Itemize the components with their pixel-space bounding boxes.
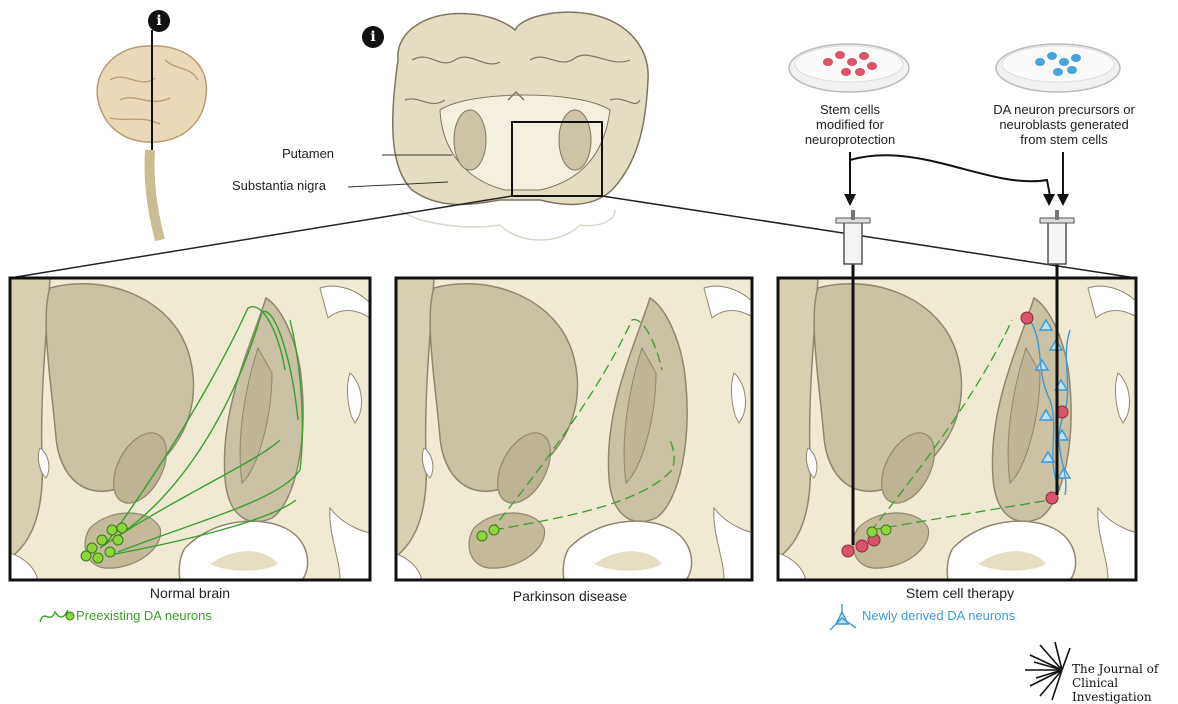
legend-green-neuron-icon (40, 610, 74, 622)
info-badge-icon[interactable]: i (362, 26, 384, 48)
zoom-projection-lines (10, 196, 1136, 278)
label-putamen: Putamen (282, 146, 334, 161)
jci-logo-starburst (1025, 642, 1070, 700)
panel-parkinson-disease (394, 278, 754, 580)
dish-da-precursors (996, 44, 1120, 92)
dish-stem-cells (789, 44, 909, 92)
legend-preexisting-da-neurons: Preexisting DA neurons (76, 608, 212, 623)
label-substantia-nigra: Substantia nigra (232, 178, 326, 193)
legend-newly-derived-da-neurons: Newly derived DA neurons (862, 608, 1015, 623)
legend-blue-neuron-icon (830, 604, 856, 630)
label-stem-cells-dish: Stem cells modified for neuroprotection (790, 102, 910, 147)
panel-title-normal-brain: Normal brain (110, 585, 270, 601)
panel-stem-cell-therapy (778, 278, 1138, 580)
lateral-brain-illustration (97, 30, 206, 240)
jci-logo-text: The Journal of Clinical Investigation (1072, 662, 1178, 704)
info-badge-icon[interactable]: i (148, 10, 170, 32)
panel-normal-brain (10, 278, 370, 580)
arrowheads (844, 194, 1069, 206)
panel-title-parkinson-disease: Parkinson disease (470, 588, 670, 604)
injection-arrows (850, 152, 1063, 196)
coronal-brain-section (348, 12, 648, 240)
panel-title-stem-cell-therapy: Stem cell therapy (860, 585, 1060, 601)
label-precursors-dish: DA neuron precursors or neuroblasts gene… (984, 102, 1144, 147)
